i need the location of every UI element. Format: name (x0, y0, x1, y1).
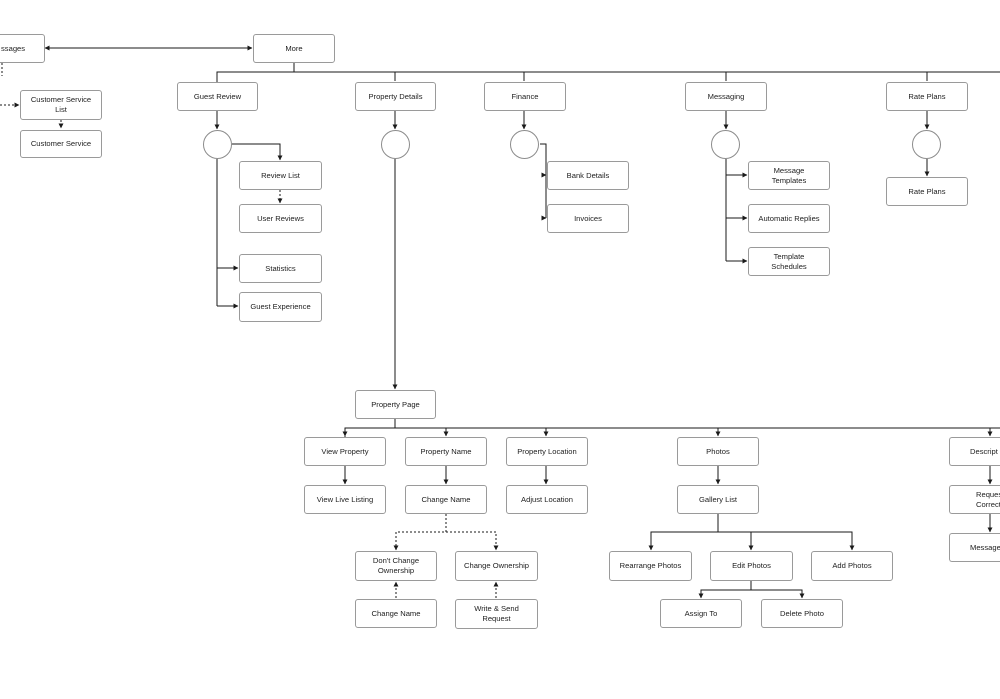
customer-service-list-node[interactable]: Customer Service List (20, 90, 102, 120)
template-schedules-node[interactable]: Template Schedules (748, 247, 830, 276)
message-node[interactable]: Message (949, 533, 1000, 562)
connector-edit-horizontal (698, 589, 805, 599)
more-node[interactable]: More (253, 34, 335, 63)
edit-photos-node[interactable]: Edit Photos (710, 551, 793, 581)
messaging-node[interactable]: Messaging (685, 82, 767, 111)
guest-experience-node[interactable]: Guest Experience (239, 292, 322, 322)
photos-node[interactable]: Photos (677, 437, 759, 466)
description-node[interactable]: Descript (949, 437, 1000, 466)
property-details-node[interactable]: Property Details (355, 82, 436, 111)
change-name-node[interactable]: Change Name (405, 485, 487, 514)
guest-review-hub (203, 130, 232, 159)
assign-to-node[interactable]: Assign To (660, 599, 742, 628)
statistics-node[interactable]: Statistics (239, 254, 322, 283)
bank-details-node[interactable]: Bank Details (547, 161, 629, 190)
gallery-list-node[interactable]: Gallery List (677, 485, 759, 514)
finance-node[interactable]: Finance (484, 82, 566, 111)
view-property-node[interactable]: View Property (304, 437, 386, 466)
connector-review-list (232, 143, 283, 161)
adjust-location-node[interactable]: Adjust Location (506, 485, 588, 514)
delete-photo-node[interactable]: Delete Photo (761, 599, 843, 628)
review-list-node[interactable]: Review List (239, 161, 322, 190)
customer-service-node[interactable]: Customer Service (20, 130, 102, 158)
change-ownership-node[interactable]: Change Ownership (455, 551, 538, 581)
property-page-node[interactable]: Property Page (355, 390, 436, 419)
property-location-node[interactable]: Property Location (506, 437, 588, 466)
rearrange-photos-node[interactable]: Rearrange Photos (609, 551, 692, 581)
messages-node[interactable]: ssages (0, 34, 45, 63)
write-send-request-node[interactable]: Write & Send Request (455, 599, 538, 629)
connector-ownership-bus (393, 514, 447, 551)
rate-plans-child-node[interactable]: Rate Plans (886, 177, 968, 206)
messaging-hub (711, 130, 740, 159)
add-photos-node[interactable]: Add Photos (811, 551, 893, 581)
guest-review-node[interactable]: Guest Review (177, 82, 258, 111)
rate-plans-hub (912, 130, 941, 159)
connector-change-ownership (446, 531, 499, 551)
request-correction-node[interactable]: Reques Correcti (949, 485, 1000, 514)
connector-sections-bus (216, 71, 1000, 82)
connector-finance-trunk (540, 143, 547, 218)
property-details-hub (381, 130, 410, 159)
connector-page-bus-horizontal (344, 427, 1000, 437)
view-live-listing-node[interactable]: View Live Listing (304, 485, 386, 514)
automatic-replies-node[interactable]: Automatic Replies (748, 204, 830, 233)
invoices-node[interactable]: Invoices (547, 204, 629, 233)
change-name-2-node[interactable]: Change Name (355, 599, 437, 628)
property-name-node[interactable]: Property Name (405, 437, 487, 466)
message-templates-node[interactable]: Message Templates (748, 161, 830, 190)
user-reviews-node[interactable]: User Reviews (239, 204, 322, 233)
dont-change-ownership-node[interactable]: Don't Change Ownership (355, 551, 437, 581)
rate-plans-node[interactable]: Rate Plans (886, 82, 968, 111)
finance-hub (510, 130, 539, 159)
